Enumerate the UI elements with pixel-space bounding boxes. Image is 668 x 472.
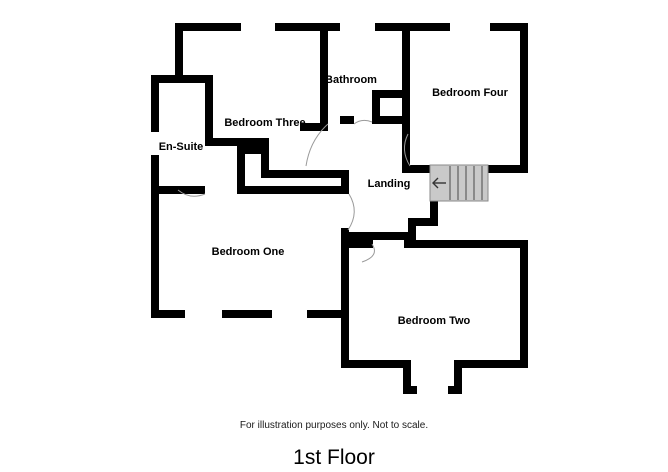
wall-wardrobe-left — [237, 146, 245, 186]
wall-bed1-left — [151, 186, 159, 318]
wall-bathroom-bottom-stub — [340, 116, 354, 124]
wall-bed4-bottom-right — [478, 165, 528, 173]
wall-bed2-top-right — [404, 240, 528, 248]
door-arc-bedroom-three — [305, 123, 329, 167]
wall-wardrobe-right — [261, 146, 269, 170]
door-arc-bedroom-one — [347, 193, 355, 231]
room-label-bedroom-two: Bedroom Two — [398, 315, 471, 327]
wall-bathroom-bed4-div — [402, 23, 410, 130]
wall-cupboard-left — [372, 90, 380, 124]
wall-ensuite-bottom-div — [205, 138, 269, 146]
walls-group — [151, 23, 528, 394]
doors-group — [177, 119, 411, 263]
wall-landing-stair-right — [430, 196, 438, 226]
wall-bed2-bay-left — [403, 360, 411, 394]
wall-landing-step-v1 — [408, 218, 416, 240]
wall-bed2-right — [520, 240, 528, 368]
wall-corridor-lower — [237, 186, 349, 194]
wall-bed2-bottom-left — [341, 360, 403, 368]
room-labels-group: Bedroom Three Bathroom Bedroom Four En-S… — [159, 74, 509, 327]
stairs-group — [429, 164, 489, 202]
wall-top-bathroom-b — [375, 23, 410, 31]
wall-bed3-doorjamb — [300, 123, 328, 131]
wall-corridor-right-cap — [341, 170, 349, 194]
wall-bed4-right — [520, 23, 528, 173]
wall-cupboard-top — [372, 90, 406, 98]
wall-ensuite-left-upper — [151, 75, 159, 132]
door-arc-ensuite — [177, 189, 206, 197]
wall-bed3-bathroom-div — [320, 23, 328, 130]
room-label-bedroom-three: Bedroom Three — [224, 117, 305, 129]
door-arc-bathroom — [353, 119, 373, 125]
wall-bed2-bay-bottom-a — [403, 386, 417, 394]
wall-corridor-lower-left — [159, 186, 205, 194]
stair-direction-arrow-icon — [432, 177, 446, 189]
disclaimer-caption: For illustration purposes only. Not to s… — [240, 420, 428, 431]
wall-ensuite-right — [205, 75, 213, 138]
wall-landing-step-h1 — [408, 218, 438, 226]
wall-landing-step-h2 — [349, 232, 416, 240]
wall-bed1-bottom-a — [151, 310, 185, 318]
wall-top-bed4-b — [490, 23, 528, 31]
wall-corridor-upper — [261, 170, 349, 178]
wall-top-left-b — [275, 23, 320, 31]
wall-bed1-bottom-b — [222, 310, 272, 318]
floor-title: 1st Floor — [293, 446, 375, 469]
wall-bed2-left — [341, 240, 349, 368]
wall-wardrobe-top — [237, 146, 269, 154]
wall-ensuite-top — [151, 75, 213, 83]
room-label-landing: Landing — [368, 178, 411, 190]
wall-bed2-bottom-right — [454, 360, 528, 368]
wall-top-bathroom-a — [320, 23, 340, 31]
wall-bed4-bottom-left — [410, 165, 430, 173]
door-arc-bedroom-four — [404, 133, 411, 167]
room-label-bedroom-one: Bedroom One — [212, 246, 285, 258]
wall-bed1-bottom-c — [307, 310, 349, 318]
wall-ensuite-left-lower — [151, 155, 159, 188]
wall-bed2-bay-right — [454, 360, 462, 394]
wall-bed2-top-left-stub — [349, 240, 373, 248]
room-label-bathroom: Bathroom — [325, 74, 377, 86]
door-arc-bedroom-two — [361, 243, 375, 263]
wall-top-bed4-a — [410, 23, 450, 31]
wall-bed4-left-lower — [402, 130, 410, 173]
wall-top-left-a — [175, 23, 241, 31]
room-label-bedroom-four: Bedroom Four — [432, 87, 508, 99]
room-label-en-suite: En-Suite — [159, 141, 204, 153]
wall-cupboard-bottom — [372, 116, 410, 124]
wall-left-bed3 — [175, 23, 183, 80]
